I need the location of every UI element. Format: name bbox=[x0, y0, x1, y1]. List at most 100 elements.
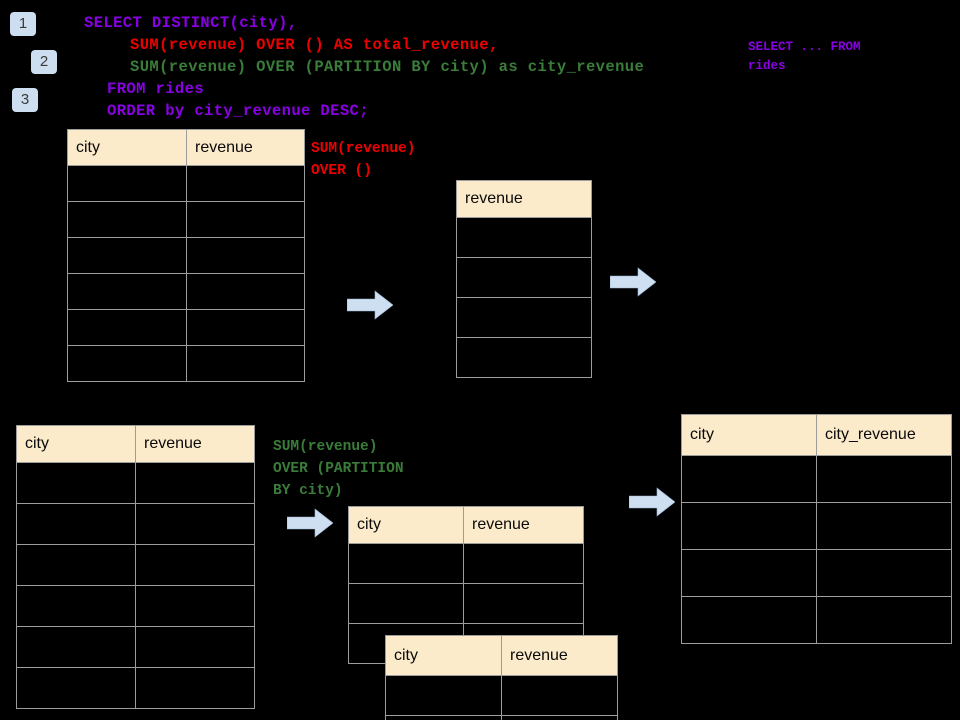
table-cell bbox=[681, 455, 817, 503]
table-row bbox=[16, 462, 255, 504]
table-cell bbox=[681, 549, 817, 597]
table-cell bbox=[186, 201, 305, 238]
table-row bbox=[681, 549, 952, 597]
table-cell bbox=[348, 543, 464, 584]
table-cell bbox=[135, 462, 255, 504]
column-header-revenue: revenue bbox=[501, 635, 618, 676]
table-row bbox=[681, 455, 952, 503]
table-row bbox=[348, 583, 584, 624]
table-cell bbox=[67, 165, 187, 202]
table-cell bbox=[348, 583, 464, 624]
table-cell bbox=[16, 503, 136, 545]
right-arrow-icon bbox=[286, 508, 334, 538]
table-row bbox=[16, 503, 255, 545]
table-row bbox=[67, 309, 305, 346]
column-header-revenue: revenue bbox=[186, 129, 305, 166]
table-cell bbox=[67, 201, 187, 238]
column-header-city: city bbox=[681, 414, 817, 456]
sql-line-2: SUM(revenue) OVER () AS total_revenue, bbox=[130, 36, 499, 54]
table-cell bbox=[186, 273, 305, 310]
column-header-city_revenue: city_revenue bbox=[816, 414, 952, 456]
table-row bbox=[456, 217, 592, 258]
table-row bbox=[681, 502, 952, 550]
column-header-city: city bbox=[385, 635, 502, 676]
table-cell bbox=[501, 675, 618, 716]
step-badge-1: 1 bbox=[10, 12, 36, 36]
table-row bbox=[456, 257, 592, 298]
table-cell bbox=[463, 543, 584, 584]
table-cell bbox=[501, 715, 618, 720]
table-cell bbox=[16, 667, 136, 709]
column-header-city: city bbox=[16, 425, 136, 463]
column-header-revenue: revenue bbox=[463, 506, 584, 544]
table-cell bbox=[135, 626, 255, 668]
sql-line-1: SELECT DISTINCT(city), bbox=[84, 14, 298, 32]
table-row bbox=[67, 165, 305, 202]
table-cell bbox=[186, 165, 305, 202]
table-cell bbox=[135, 544, 255, 586]
table-cell bbox=[385, 715, 502, 720]
flow-arrow-1 bbox=[346, 290, 394, 320]
table-row bbox=[681, 596, 952, 644]
table-header-row: revenue bbox=[456, 180, 592, 218]
column-header-revenue: revenue bbox=[135, 425, 255, 463]
column-header-city: city bbox=[67, 129, 187, 166]
table-cell bbox=[456, 257, 592, 298]
table-cell bbox=[135, 503, 255, 545]
table-row bbox=[16, 585, 255, 627]
table-row bbox=[67, 273, 305, 310]
table-cell bbox=[186, 237, 305, 274]
sql-line-5: ORDER by city_revenue DESC; bbox=[107, 102, 369, 120]
table-cell bbox=[816, 455, 952, 503]
side-note-select-from-rides: SELECT ... FROM rides bbox=[748, 40, 861, 73]
table-row bbox=[67, 237, 305, 274]
table-cell bbox=[135, 667, 255, 709]
table-row bbox=[385, 715, 618, 720]
annotation-over-partition: SUM(revenue) OVER (PARTITION BY city) bbox=[273, 439, 404, 499]
table-cell bbox=[816, 549, 952, 597]
flow-arrow-4 bbox=[628, 487, 676, 517]
table-row bbox=[67, 345, 305, 382]
table-cell bbox=[16, 544, 136, 586]
step-badge-2: 2 bbox=[31, 50, 57, 74]
table-cell bbox=[67, 273, 187, 310]
flow-arrow-2 bbox=[609, 267, 657, 297]
table-row bbox=[456, 337, 592, 378]
table-row bbox=[385, 675, 618, 716]
table-cell bbox=[16, 626, 136, 668]
annotation-over-empty: SUM(revenue) OVER () bbox=[311, 141, 416, 179]
table-row bbox=[348, 543, 584, 584]
table-row bbox=[16, 626, 255, 668]
column-header-city: city bbox=[348, 506, 464, 544]
table-cell bbox=[816, 502, 952, 550]
sql-line-3: SUM(revenue) OVER (PARTITION BY city) as… bbox=[130, 58, 645, 76]
table-cell bbox=[816, 596, 952, 644]
table-cell bbox=[456, 297, 592, 338]
table-cell bbox=[186, 309, 305, 346]
total-revenue-table: revenue bbox=[456, 180, 592, 378]
right-arrow-icon bbox=[628, 487, 676, 517]
step-badge-3: 3 bbox=[12, 88, 38, 112]
table-row bbox=[67, 201, 305, 238]
table-cell bbox=[16, 462, 136, 504]
table-cell bbox=[456, 337, 592, 378]
flow-arrow-3 bbox=[286, 508, 334, 538]
right-arrow-icon bbox=[609, 267, 657, 297]
table-cell bbox=[16, 585, 136, 627]
table-cell bbox=[463, 583, 584, 624]
table-cell bbox=[67, 345, 187, 382]
table-row bbox=[16, 667, 255, 709]
table-cell bbox=[67, 237, 187, 274]
table-cell bbox=[67, 309, 187, 346]
table-cell bbox=[681, 502, 817, 550]
